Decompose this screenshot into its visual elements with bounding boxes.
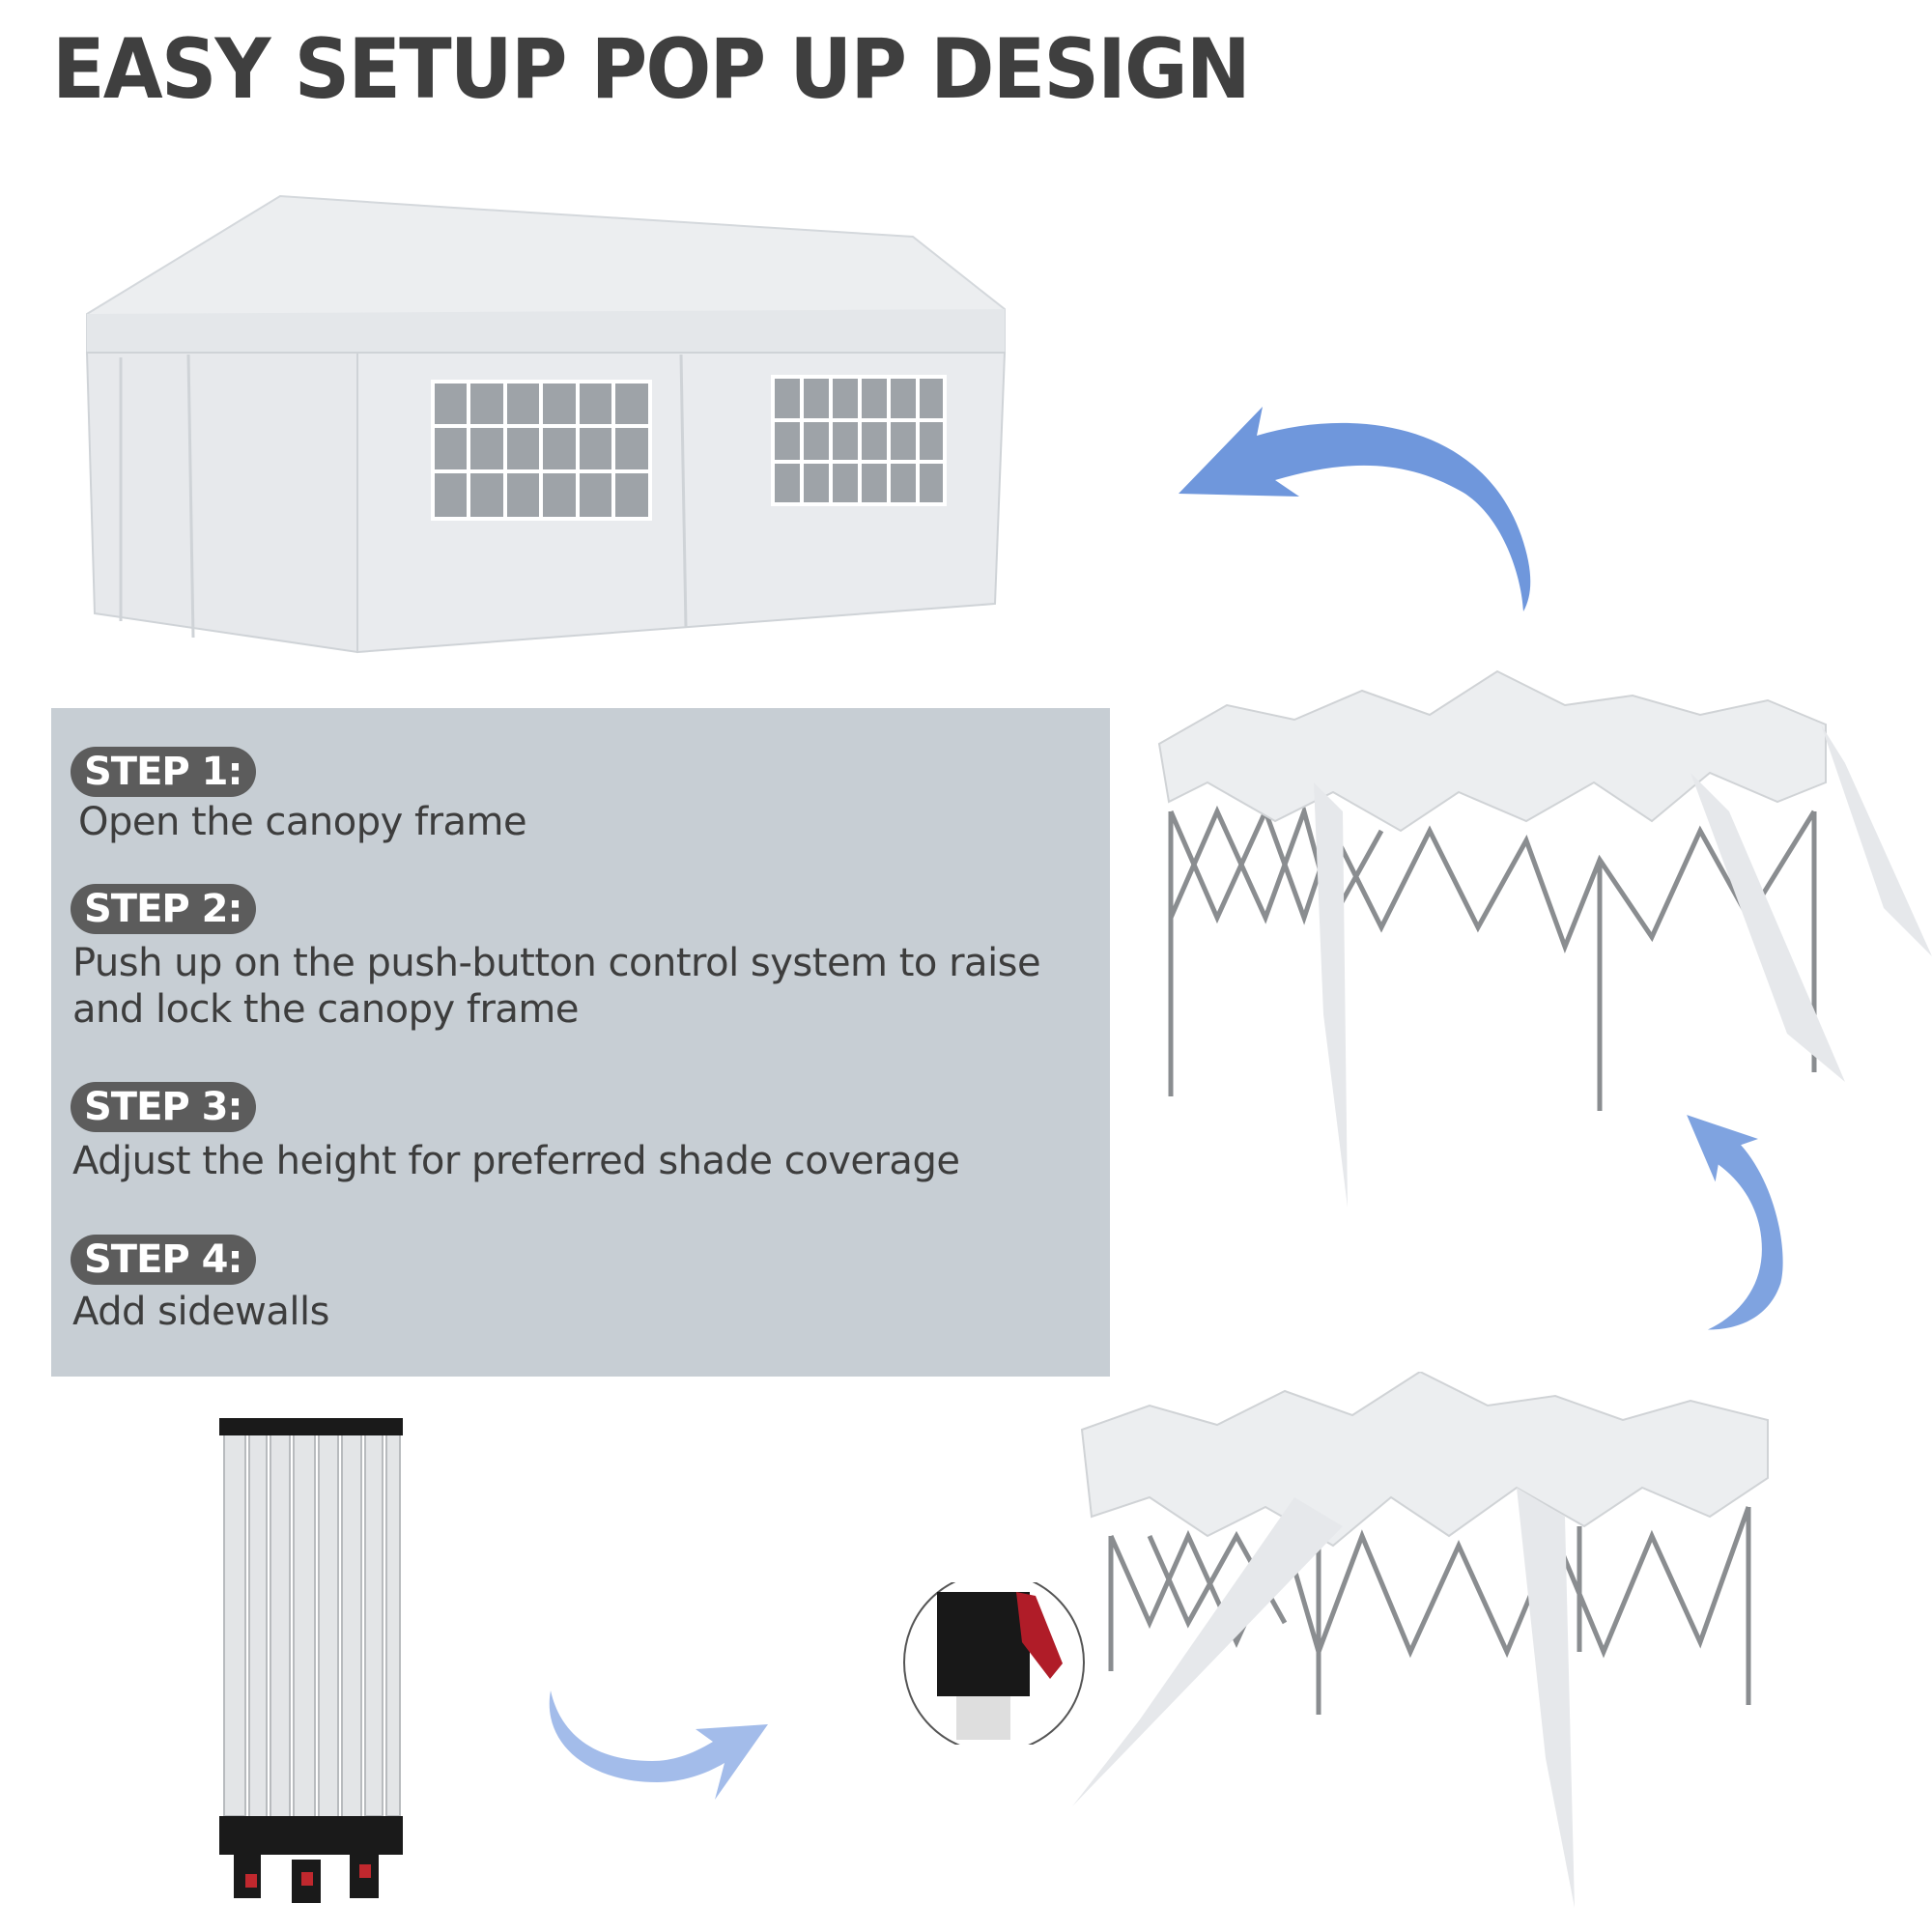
step-1-badge: STEP 1: bbox=[71, 747, 256, 797]
step-2-text: Push up on the push-button control syste… bbox=[72, 941, 1041, 1032]
curved-arrow-left-icon bbox=[1179, 407, 1531, 611]
raised-frame-image bbox=[1157, 669, 1932, 1208]
push-button-detail-image bbox=[903, 1582, 1085, 1745]
assembled-tent-image bbox=[85, 194, 1007, 654]
step-4-text: Add sidewalls bbox=[72, 1290, 329, 1334]
setup-steps-panel: STEP 1: Open the canopy frame STEP 2: Pu… bbox=[51, 708, 1110, 1377]
partially-open-frame-image bbox=[1072, 1372, 1769, 1908]
step-3-badge: STEP 3: bbox=[71, 1082, 256, 1132]
step-2-badge: STEP 2: bbox=[71, 884, 256, 934]
curved-arrow-right-icon bbox=[549, 1690, 768, 1800]
folded-frame-image bbox=[219, 1418, 403, 1903]
step-4-badge: STEP 4: bbox=[71, 1235, 256, 1285]
curved-arrow-up-icon bbox=[1687, 1115, 1783, 1330]
page-title: EASY SETUP POP UP DESIGN bbox=[52, 21, 1251, 118]
step-1-text: Open the canopy frame bbox=[78, 800, 527, 844]
step-3-text: Adjust the height for preferred shade co… bbox=[72, 1139, 960, 1183]
